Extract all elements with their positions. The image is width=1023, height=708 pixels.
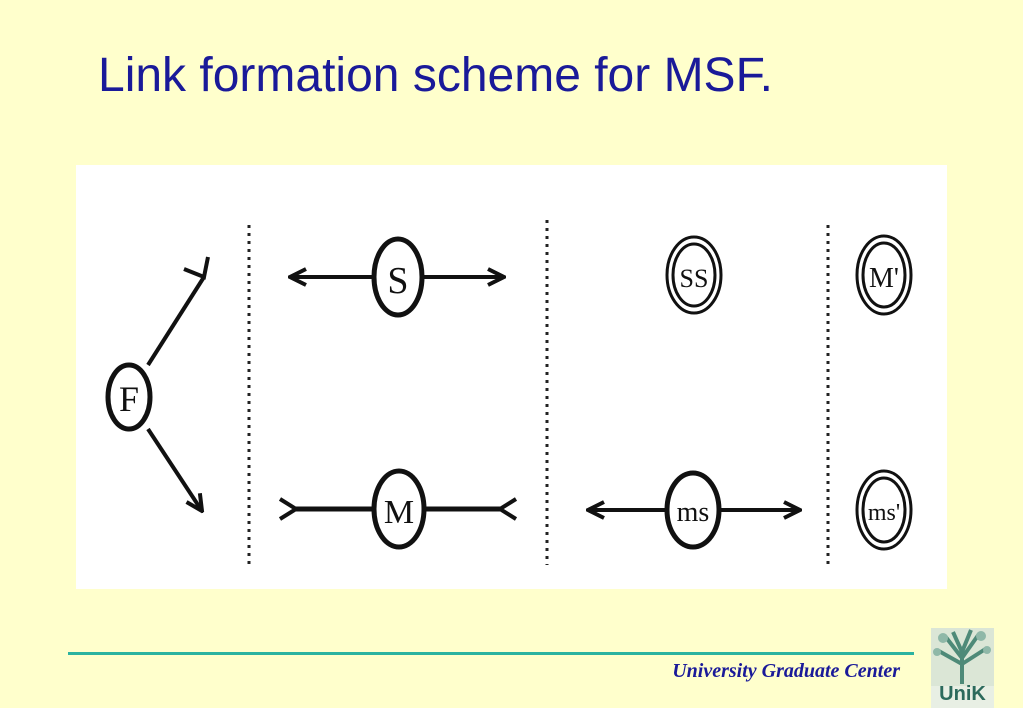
- node-ss-inner-circle: [671, 242, 717, 308]
- unik-logo: UniK: [931, 628, 994, 708]
- node-m-prime-inner-circle: [861, 241, 907, 309]
- node-m-label: M: [384, 494, 414, 531]
- node-ms-prime-label: ms': [868, 500, 900, 526]
- node-ss-group: SS: [665, 235, 723, 315]
- node-ms-prime-group: ms': [855, 469, 913, 551]
- node-ms-circle: [664, 470, 722, 550]
- node-f-label: F: [119, 379, 139, 419]
- node-f-circle: [105, 362, 153, 432]
- node-s-circle: [371, 236, 425, 318]
- footer-org-name: University Graduate Center: [672, 660, 900, 682]
- logo-tree-icon: [931, 628, 994, 686]
- node-ms-prime-inner-circle: [861, 476, 907, 544]
- link-formation-diagram: F S M SS ms: [76, 165, 947, 589]
- node-s-label: S: [387, 260, 408, 302]
- node-m-group: M: [296, 468, 500, 550]
- f-upper-fork: [183, 256, 210, 280]
- slide-title: Link formation scheme for MSF.: [98, 49, 773, 102]
- node-m-prime-group: M': [855, 234, 913, 316]
- node-ss-label: SS: [680, 264, 709, 293]
- f-upper-branch: [146, 275, 206, 367]
- node-f-group: F: [105, 256, 210, 511]
- node-m-prime-label: M': [869, 263, 899, 294]
- node-s-group: S: [290, 236, 504, 318]
- f-lower-branch: [146, 427, 202, 511]
- footer-divider: [68, 652, 914, 655]
- diagram-canvas: F S M SS ms: [105, 220, 913, 565]
- node-ms-label: ms: [677, 497, 710, 528]
- logo-text: UniK: [939, 683, 986, 705]
- node-ms-group: ms: [588, 470, 800, 550]
- node-m-circle: [371, 468, 427, 550]
